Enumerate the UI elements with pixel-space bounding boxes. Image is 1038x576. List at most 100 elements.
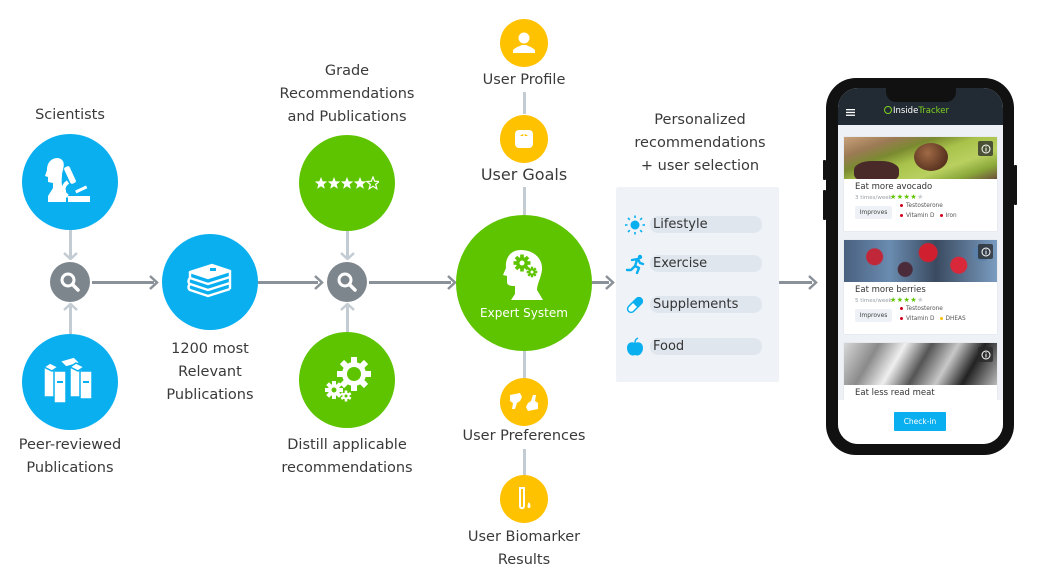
rating-stars-icon bbox=[315, 176, 379, 190]
card-title: Eat less read meat bbox=[855, 388, 935, 398]
star-filled bbox=[353, 177, 367, 189]
star-filled bbox=[315, 177, 328, 189]
berries-image bbox=[844, 240, 997, 282]
app-header: InsideTracker bbox=[838, 88, 1003, 125]
connector-expert-to-recommendations bbox=[592, 281, 609, 284]
user-preferences-label: User Preferences bbox=[462, 428, 586, 444]
info-icon bbox=[981, 144, 990, 153]
star-filled bbox=[327, 177, 341, 189]
relevant-publications-node bbox=[162, 234, 258, 330]
grade-label: Grade Recommendations and Publications bbox=[279, 63, 415, 125]
info-button[interactable] bbox=[978, 141, 993, 156]
info-button[interactable] bbox=[978, 347, 993, 362]
avocado-pit bbox=[914, 143, 948, 171]
star-empty bbox=[365, 176, 379, 190]
improves-badge: Improves bbox=[855, 309, 892, 322]
connector-search-to-expert bbox=[369, 281, 451, 284]
user-profile-label: User Profile bbox=[482, 72, 566, 88]
arrow-head-down bbox=[340, 252, 355, 260]
search-node-grading bbox=[327, 262, 367, 302]
connector-distill-to-search bbox=[346, 306, 349, 333]
app-logo: InsideTracker bbox=[884, 105, 949, 116]
apple-icon bbox=[627, 337, 643, 356]
recommendations-title: Personalized recommendations + user sele… bbox=[634, 112, 766, 174]
phone-side-button bbox=[1014, 165, 1017, 205]
user-preferences-node bbox=[500, 378, 548, 426]
recommendation-card-berries[interactable]: Eat more berries 5 times/week ★★★★★ Impr… bbox=[844, 240, 997, 334]
check-in-button[interactable]: Check-in bbox=[894, 412, 946, 431]
user-icon bbox=[513, 32, 535, 53]
book-stack-icon bbox=[187, 263, 232, 298]
card-title: Eat more berries bbox=[855, 285, 926, 295]
arrow-head-down bbox=[63, 252, 78, 260]
category-lifestyle[interactable]: Lifestyle bbox=[616, 215, 779, 235]
card-rating: ★★★★★ bbox=[890, 296, 924, 304]
category-pill-bg bbox=[650, 296, 762, 313]
recommendation-card-red-meat[interactable]: Eat less read meat bbox=[844, 343, 997, 403]
arrow-head-right bbox=[314, 275, 324, 290]
category-label: Food bbox=[653, 339, 685, 354]
category-pill-bg bbox=[650, 216, 762, 233]
category-exercise[interactable]: Exercise bbox=[616, 254, 779, 274]
hamburger-menu-icon[interactable] bbox=[846, 109, 855, 116]
info-button[interactable] bbox=[978, 244, 993, 259]
user-goals-node bbox=[500, 115, 548, 163]
connector-grade-to-search bbox=[346, 231, 349, 258]
sun-icon bbox=[625, 215, 645, 235]
magnifier-icon bbox=[60, 272, 80, 292]
grade-node bbox=[299, 135, 395, 231]
test-tube-icon bbox=[519, 487, 531, 510]
meat-image bbox=[844, 343, 997, 385]
arrow-head-right bbox=[808, 275, 818, 290]
connector-recommendations-to-app bbox=[779, 281, 812, 284]
lettuce bbox=[854, 161, 899, 179]
connector-goals-to-expert bbox=[523, 187, 526, 215]
scientist-microscope-icon bbox=[45, 158, 90, 202]
head-gears-icon bbox=[503, 250, 543, 300]
category-food[interactable]: Food bbox=[616, 337, 779, 357]
recommendation-card-avocado[interactable]: Eat more avocado 3 times/week ★★★★★ Impr… bbox=[844, 137, 997, 231]
user-goals-label: User Goals bbox=[480, 165, 568, 184]
distill-label: Distill applicable recommendations bbox=[281, 437, 413, 476]
user-biomarker-label: User Biomarker Results bbox=[467, 529, 581, 568]
scientists-label: Scientists bbox=[35, 107, 105, 123]
category-pill-bg bbox=[650, 338, 762, 355]
user-biomarker-node bbox=[500, 475, 548, 523]
arrow-head-right bbox=[149, 275, 159, 290]
phone-side-button bbox=[823, 160, 826, 180]
phone-mockup: InsideTracker Eat more avocado 3 times/w… bbox=[826, 78, 1014, 455]
category-supplements[interactable]: Supplements bbox=[616, 295, 779, 315]
card-title: Eat more avocado bbox=[855, 182, 933, 192]
scientists-node bbox=[22, 134, 118, 230]
star-filled bbox=[340, 177, 354, 189]
marker-item: Testosterone bbox=[900, 306, 943, 312]
arrow-head-up bbox=[63, 303, 78, 311]
connector-search-to-relevant bbox=[92, 281, 154, 284]
arrow-head-right bbox=[447, 275, 457, 290]
magnifier-icon bbox=[337, 272, 357, 292]
relevant-publications-label: 1200 most Relevant Publications bbox=[166, 341, 254, 403]
recommendations-panel: Lifestyle Exercise Supplements Food bbox=[616, 187, 779, 382]
improves-badge: Improves bbox=[855, 206, 892, 219]
marker-item: Testosterone bbox=[900, 203, 943, 209]
phone-screen: InsideTracker Eat more avocado 3 times/w… bbox=[838, 88, 1003, 444]
search-node-sources bbox=[50, 262, 90, 302]
runner-icon bbox=[625, 254, 645, 274]
connector-preferences-to-biomarker bbox=[523, 449, 526, 475]
gears-icon bbox=[325, 357, 371, 402]
connector-profile-to-goals bbox=[523, 92, 526, 114]
connector-relevant-to-search bbox=[258, 281, 318, 284]
category-pill-bg bbox=[650, 255, 762, 272]
user-profile-node bbox=[500, 19, 548, 67]
phone-notch bbox=[886, 88, 956, 102]
connector-publications-to-search bbox=[69, 306, 72, 334]
info-icon bbox=[981, 350, 990, 359]
category-label: Lifestyle bbox=[653, 217, 708, 232]
distill-node bbox=[299, 332, 395, 428]
arrow-head-up bbox=[340, 303, 355, 311]
card-rating: ★★★★★ bbox=[890, 193, 924, 201]
expert-system-label: Expert System bbox=[480, 306, 568, 320]
pill-icon bbox=[626, 296, 644, 314]
